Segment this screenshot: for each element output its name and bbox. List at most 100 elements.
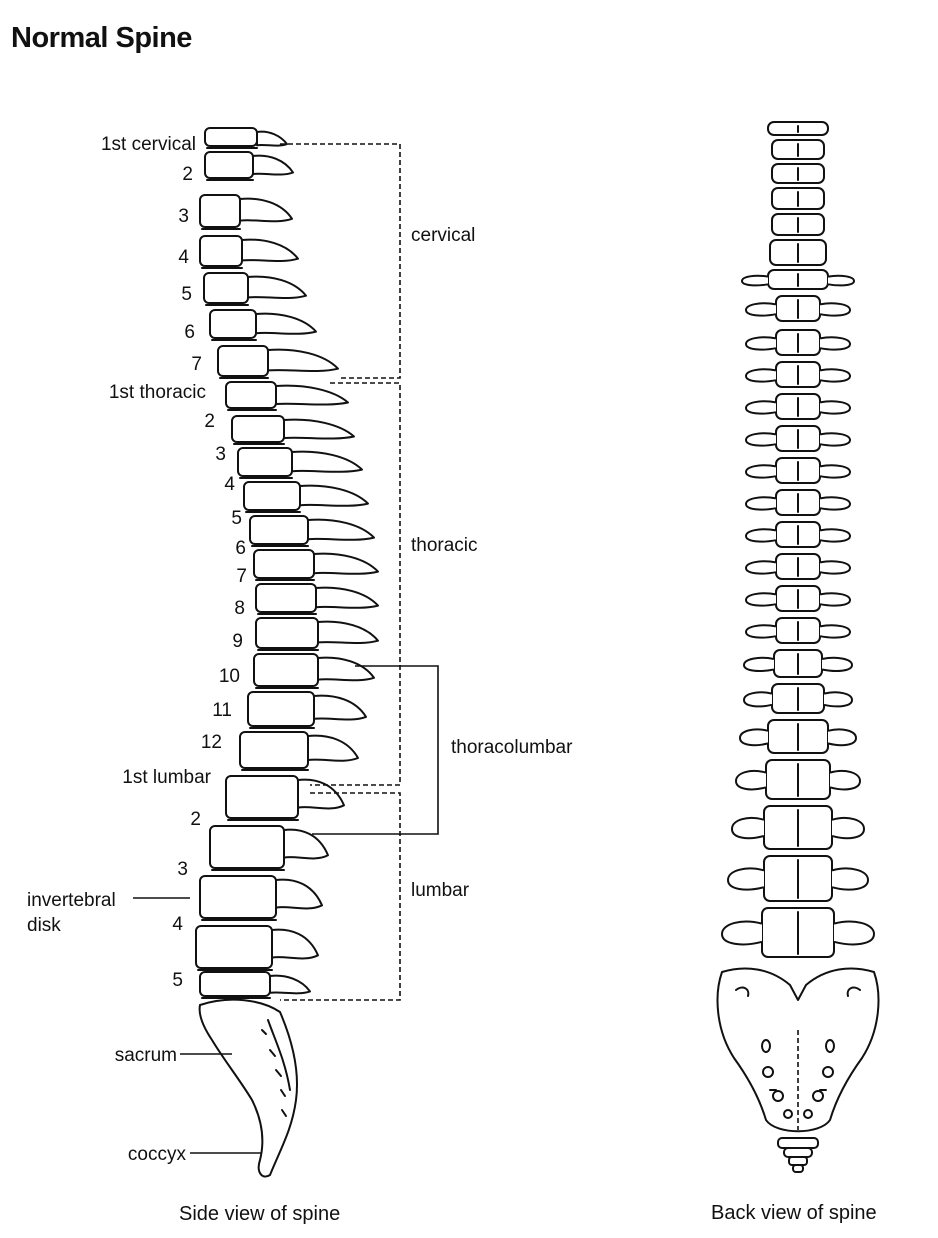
- vertebra-label-c3: 3: [178, 206, 189, 227]
- vertebra-label-t2: 2: [204, 411, 215, 432]
- side-spinous-process: [317, 656, 375, 682]
- side-spinous-process: [317, 620, 379, 645]
- region-label-thoracic: thoracic: [411, 535, 478, 556]
- vertebra-label-c5: 5: [181, 284, 192, 305]
- side-spinous-process: [239, 197, 293, 223]
- back-transverse-process-left: [721, 920, 763, 946]
- side-vertebral-body: [204, 127, 258, 147]
- back-transverse-process-left: [745, 496, 777, 511]
- side-vertebral-body: [255, 583, 317, 613]
- vertebra-label-c4: 4: [178, 247, 189, 268]
- side-spinous-process: [283, 418, 355, 440]
- side-vertebral-body: [243, 481, 301, 511]
- vertebra-label-t1: 1st thoracic: [109, 382, 206, 403]
- side-spinous-process: [271, 928, 319, 960]
- vertebra-labels: 1st cervical 2 3 4 5 6 7 1st thoracic 2 …: [101, 134, 247, 991]
- back-transverse-process-right: [819, 624, 851, 639]
- back-transverse-process-right: [827, 728, 857, 747]
- vertebra-label-c7: 7: [191, 354, 202, 375]
- side-vertebral-body: [249, 515, 309, 545]
- vertebra-label-c6: 6: [184, 322, 195, 343]
- back-transverse-process-right: [819, 336, 851, 351]
- side-vertebral-body: [237, 447, 293, 477]
- vertebra-label-l3: 3: [177, 859, 188, 880]
- vertebra-label-t4: 4: [224, 474, 235, 495]
- back-transverse-process-left: [745, 368, 777, 383]
- side-vertebral-body: [209, 825, 285, 869]
- side-spinous-process: [313, 552, 379, 575]
- back-transverse-process-left: [743, 656, 775, 672]
- back-transverse-process-right: [821, 656, 853, 672]
- side-spinous-process: [269, 974, 311, 995]
- back-transverse-process-left: [735, 769, 767, 791]
- side-vertebral-body: [209, 309, 257, 339]
- vertebra-label-l1: 1st lumbar: [122, 767, 211, 788]
- back-transverse-process-left: [731, 817, 765, 840]
- region-label-thoracolumbar: thoracolumbar: [451, 737, 573, 758]
- side-view-caption: Side view of spine: [179, 1203, 340, 1225]
- vertebra-label-t11: 11: [212, 700, 232, 721]
- region-brackets: [280, 143, 439, 1001]
- side-vertebral-body: [253, 549, 315, 579]
- side-spinous-process: [307, 518, 375, 541]
- side-spinous-process: [256, 130, 288, 147]
- side-view-spine: [195, 127, 379, 999]
- back-transverse-process-left: [727, 867, 765, 891]
- vertebra-label-t9: 9: [232, 631, 243, 652]
- disk-label-line1: invertebral: [27, 890, 116, 911]
- back-transverse-process-left: [745, 400, 777, 415]
- vertebra-label-c2: 2: [182, 164, 193, 185]
- side-spinous-process: [315, 586, 379, 609]
- back-transverse-process-left: [745, 560, 777, 575]
- side-spinous-process: [307, 734, 359, 762]
- back-transverse-process-left: [739, 728, 769, 747]
- region-label-lumbar: lumbar: [411, 880, 470, 901]
- side-vertebral-body: [199, 194, 241, 228]
- vertebra-label-l4: 4: [172, 914, 183, 935]
- back-transverse-process-right: [829, 769, 861, 791]
- back-transverse-process-right: [819, 592, 851, 607]
- back-transverse-process-right: [823, 691, 853, 708]
- side-vertebral-body: [217, 345, 269, 377]
- side-vertebral-body: [225, 775, 299, 819]
- side-vertebral-body: [199, 971, 271, 997]
- back-transverse-process-right: [819, 528, 851, 543]
- side-vertebral-body: [253, 653, 319, 687]
- side-spinous-process: [267, 348, 339, 373]
- vertebra-label-c1: 1st cervical: [101, 134, 196, 155]
- vertebra-label-l5: 5: [172, 970, 183, 991]
- sacrum-label: sacrum: [115, 1045, 177, 1066]
- side-spinous-process: [313, 694, 367, 721]
- vertebra-label-t10: 10: [219, 666, 240, 687]
- side-vertebral-body: [239, 731, 309, 769]
- back-transverse-process-right: [819, 302, 851, 317]
- back-transverse-process-right: [831, 867, 869, 891]
- side-vertebral-body: [225, 381, 277, 409]
- side-vertebral-body: [231, 415, 285, 443]
- side-spinous-process: [283, 828, 329, 860]
- vertebra-label-t3: 3: [215, 444, 226, 465]
- back-transverse-process-left: [745, 592, 777, 607]
- vertebra-label-t12: 12: [201, 732, 222, 753]
- back-view-caption: Back view of spine: [711, 1202, 877, 1224]
- disk-label-line2: disk: [27, 915, 61, 936]
- side-vertebral-body: [199, 235, 243, 267]
- back-transverse-process-right: [831, 817, 865, 840]
- back-view-spine: [721, 121, 875, 958]
- back-transverse-process-left: [745, 528, 777, 543]
- back-transverse-process-right: [833, 920, 875, 946]
- back-transverse-process-right: [819, 496, 851, 511]
- region-label-cervical: cervical: [411, 225, 475, 246]
- back-transverse-process-left: [745, 464, 777, 479]
- side-spinous-process: [247, 275, 307, 300]
- back-transverse-process-right: [819, 560, 851, 575]
- side-spinous-process: [252, 154, 294, 176]
- side-sacrum-drawing: [198, 998, 299, 1178]
- vertebra-label-t5: 5: [231, 508, 242, 529]
- back-transverse-process-right: [827, 274, 855, 287]
- side-spinous-process: [275, 878, 323, 910]
- vertebra-label-l2: 2: [190, 809, 201, 830]
- side-spinous-process: [241, 238, 299, 263]
- vertebra-label-t8: 8: [234, 598, 245, 619]
